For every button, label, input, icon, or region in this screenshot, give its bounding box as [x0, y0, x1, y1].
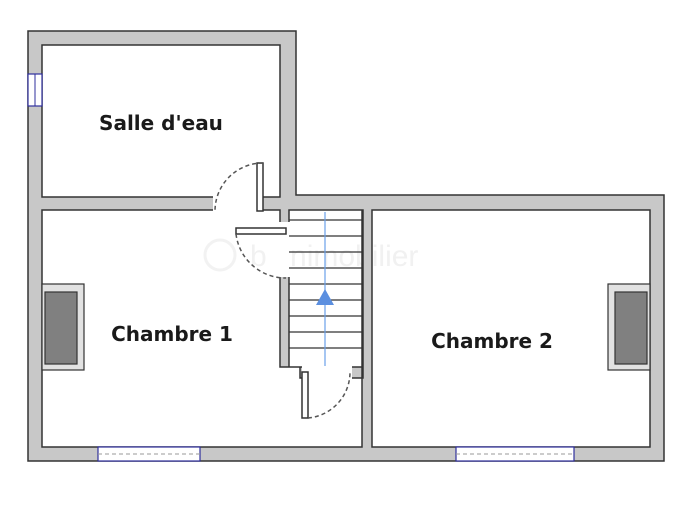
- room-label-chambre-1: Chambre 1: [111, 322, 233, 346]
- room-label-salle-eau: Salle d'eau: [99, 111, 223, 135]
- door-chambre-1: [235, 227, 287, 279]
- radiator-chambre-1: [41, 283, 85, 371]
- door-salle-eau: [214, 162, 264, 212]
- room-label-chambre-2: Chambre 2: [431, 329, 553, 353]
- stair-direction-arrow-icon: [316, 289, 334, 305]
- staircase: [289, 212, 362, 366]
- radiator-chambre-2: [607, 283, 651, 371]
- window-chambre-2: [455, 446, 575, 462]
- watermark-logo: [203, 238, 237, 272]
- window-chambre-1: [97, 446, 201, 462]
- door-landing: [301, 371, 351, 419]
- window-salle-eau: [27, 73, 43, 107]
